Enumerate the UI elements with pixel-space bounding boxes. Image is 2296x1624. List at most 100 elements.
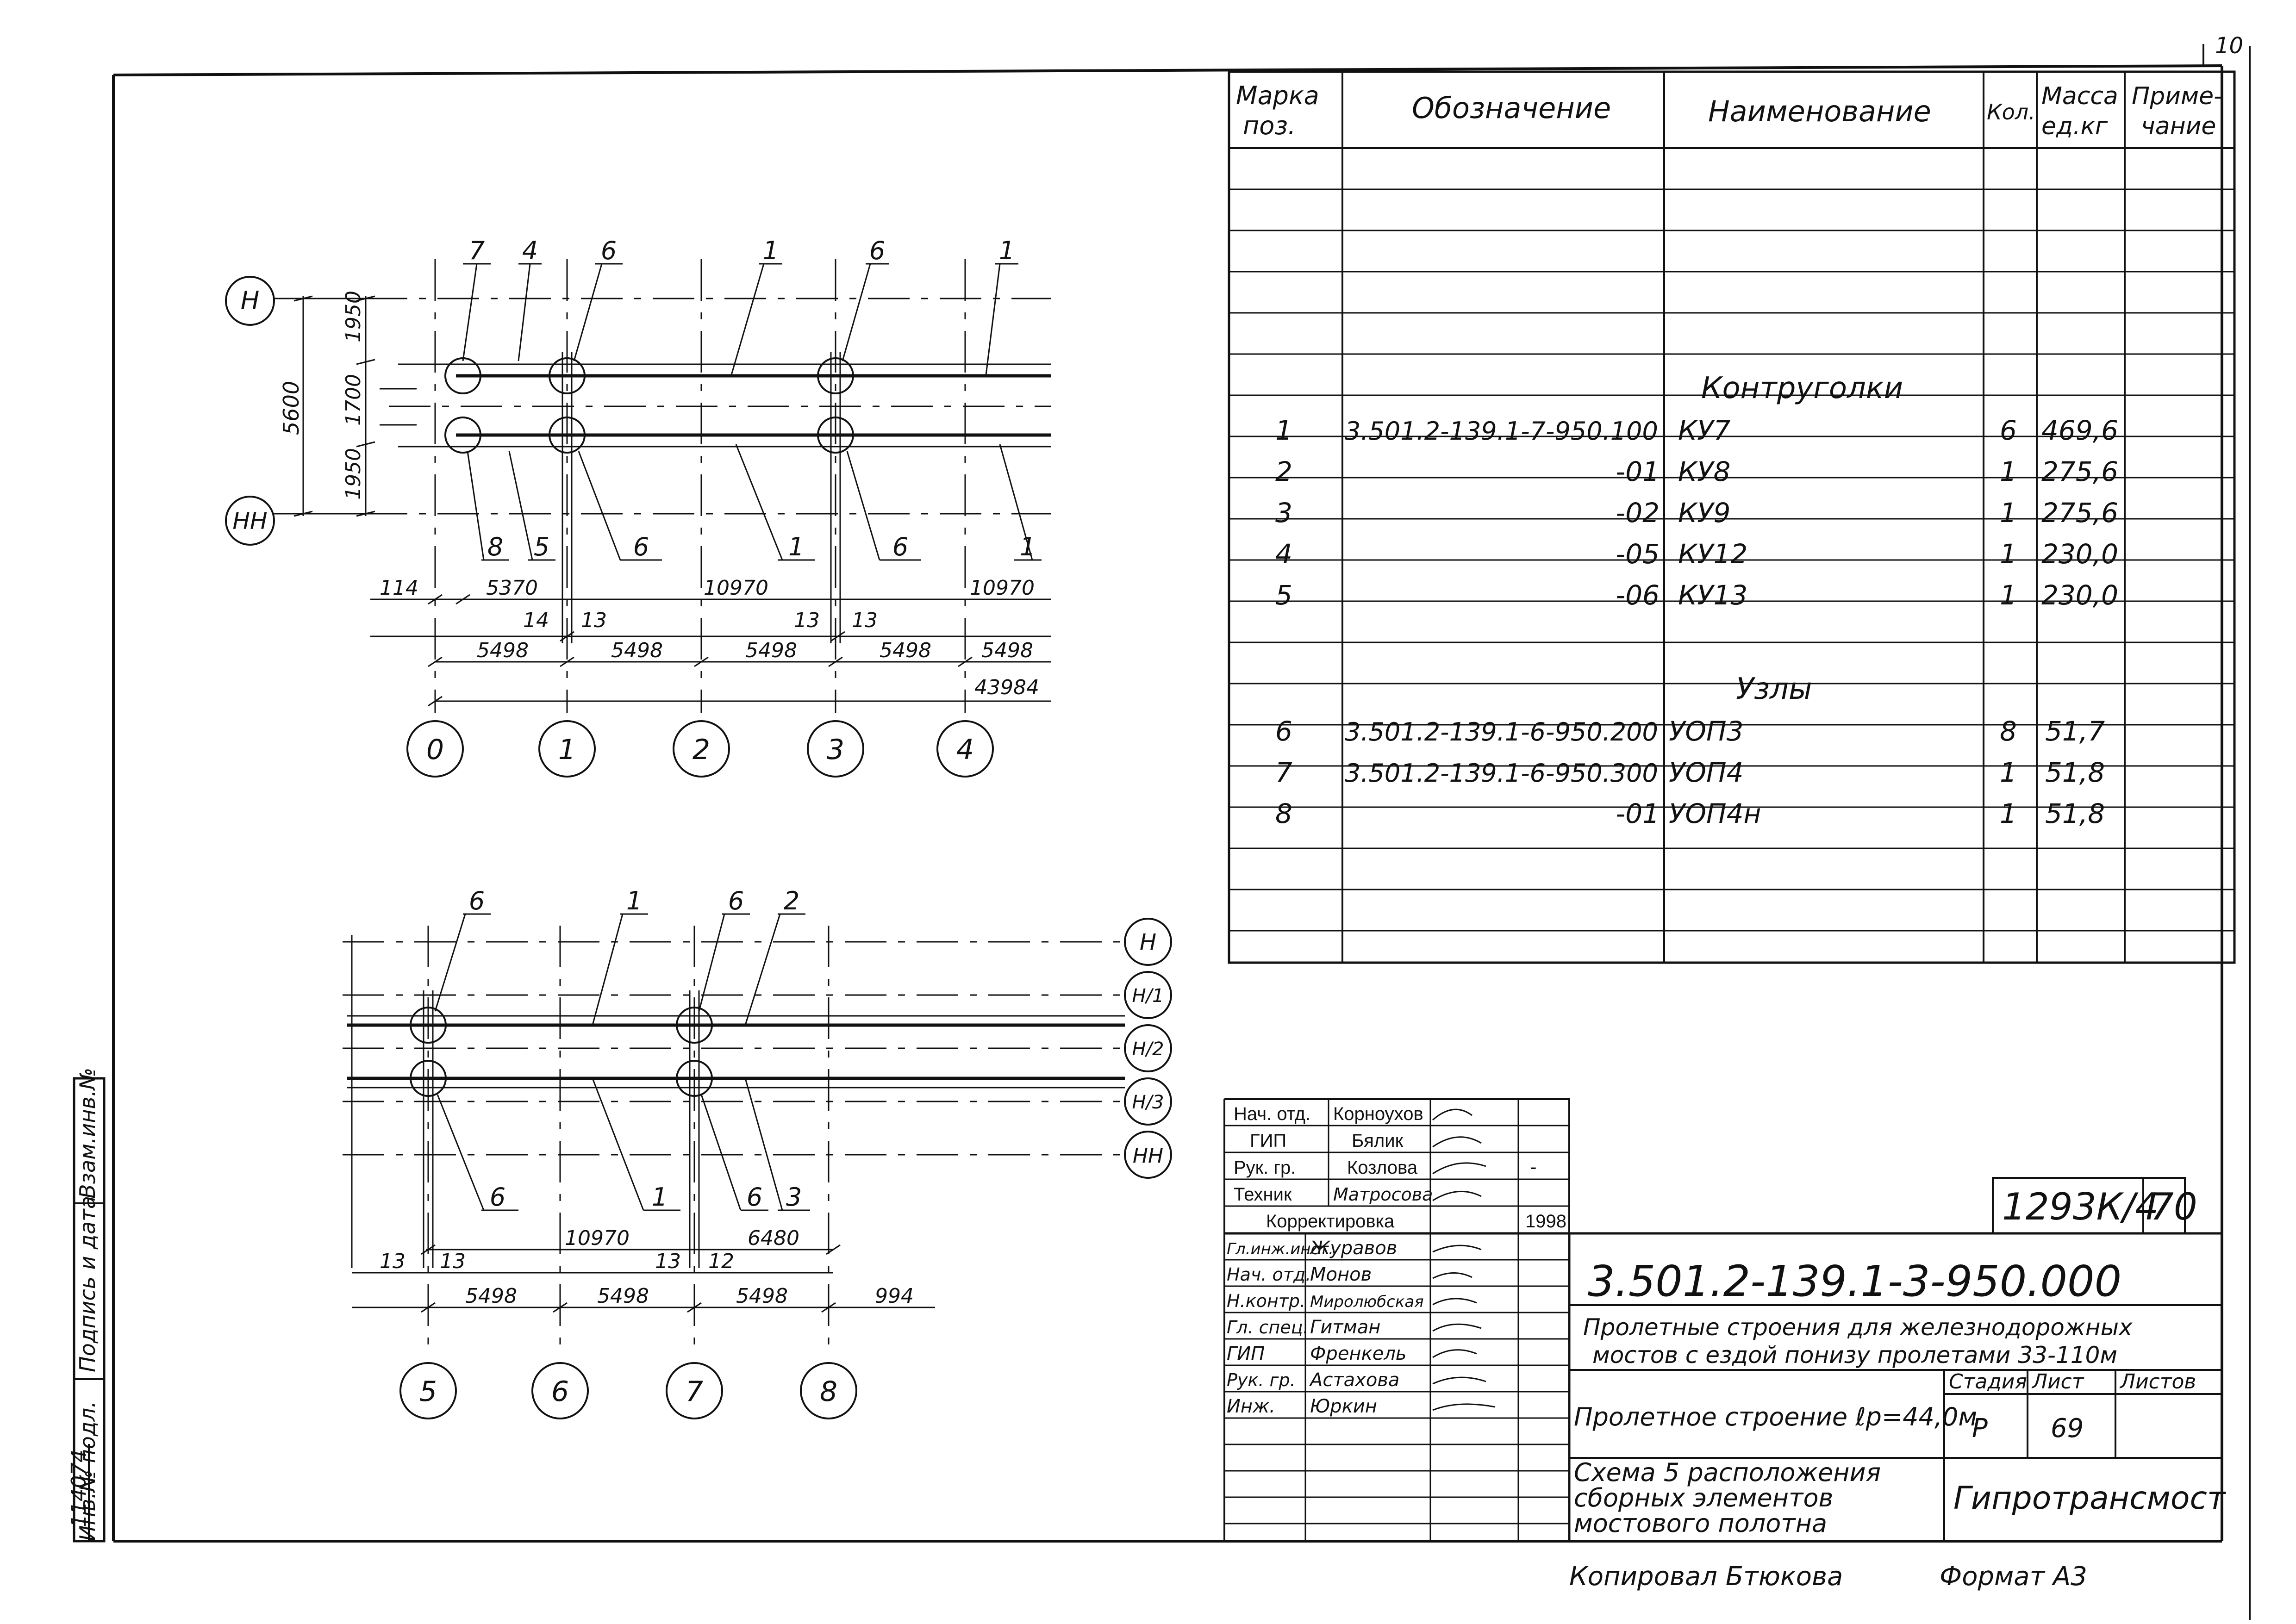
callout-top-4: 2 [784, 886, 799, 915]
callout-bottom-4: 3 [786, 1182, 802, 1212]
dim-43984: 43984 [974, 676, 1039, 699]
side-stamp-inv: Инв.№ подл. [75, 1401, 100, 1541]
axis-bubbles-vertical [399, 1362, 857, 1419]
dim-vert-part-2: 1700 [342, 374, 365, 426]
author-name: Монов [1310, 1264, 1372, 1285]
row-designation: -05 [1616, 538, 1660, 570]
dim-994: 994 [875, 1284, 914, 1308]
axis-label-h: Н [1140, 929, 1156, 955]
axis-label-h1: Н/1 [1132, 985, 1164, 1007]
row-mark: 6 [1275, 716, 1292, 747]
node-circles [444, 357, 854, 454]
row-qty: 1 [2000, 456, 2017, 487]
row-name: УОП4н [1669, 798, 1761, 829]
row-qty: 1 [2000, 538, 2017, 570]
side-stamp: Инв.№ подл. Подпись и дата Взам.инв.№ 11… [67, 1068, 106, 1543]
axis-label-1: 1 [558, 734, 576, 766]
dim-5498-4: 5498 [880, 639, 931, 662]
dim-6480: 6480 [748, 1226, 799, 1250]
author-row: Гл.инж.инст. Журавов [1227, 1238, 1397, 1259]
row-name: УОП3 [1669, 716, 1744, 747]
author-name: Гитман [1310, 1317, 1380, 1338]
dim-13-b: 13 [440, 1250, 466, 1273]
row-mass: 275,6 [2041, 456, 2118, 487]
doc-code: 1293К/4 [2002, 1185, 2159, 1228]
side-stamp-replace: Взам.инв.№ [75, 1068, 100, 1199]
callout-bottom-3: 6 [633, 532, 649, 561]
row-name: КУ13 [1678, 579, 1747, 611]
dim-10970: 10970 [565, 1226, 630, 1250]
axis-label-8: 8 [820, 1375, 837, 1408]
dim-13-b: 13 [794, 609, 820, 632]
approval-role: Нач. отд. [1234, 1104, 1310, 1124]
approval-row: Рук. гр. Козлова [1234, 1157, 1418, 1178]
row-qty: 1 [2000, 579, 2017, 611]
table-row: 3 -02 КУ9 1 275,6 [1275, 497, 2118, 529]
axis-bubble-h [225, 276, 275, 326]
callout-bottom-1: 6 [490, 1182, 505, 1212]
author-role: Н.контр. [1227, 1291, 1305, 1311]
author-row: Нач. отд. Монов [1227, 1264, 1372, 1285]
table-row: 5 -06 КУ13 1 230,0 [1275, 579, 2118, 611]
row-mark: 2 [1275, 456, 1292, 487]
approval-row: ГИП Бялик [1250, 1131, 1404, 1151]
axis-label-5: 5 [419, 1375, 437, 1408]
axis-label-4: 4 [956, 734, 974, 766]
node-circles [410, 1007, 713, 1097]
approval-name: Корноухов [1333, 1104, 1423, 1124]
approval-row: Нач. отд. Корноухов [1234, 1104, 1423, 1124]
organization: Гипротрансмост [1953, 1480, 2227, 1517]
row-name: КУ9 [1678, 497, 1730, 529]
row-qty: 1 [2000, 798, 2017, 829]
callout-bottom-2: 1 [652, 1182, 668, 1212]
dim-12: 12 [708, 1250, 734, 1273]
callout-bottom-1: 8 [487, 532, 503, 561]
table-row: 2 -01 КУ8 1 275,6 [1275, 456, 2118, 487]
signature-marks [1432, 1244, 1496, 1411]
row-designation: -06 [1616, 579, 1660, 611]
author-role: Рук. гр. [1227, 1370, 1296, 1390]
row-qty: 1 [2000, 757, 2017, 788]
approval-role: Техник [1234, 1184, 1292, 1205]
row-qty: 8 [2000, 716, 2017, 747]
dim-5498-2: 5498 [611, 639, 663, 662]
project-title-line2: мостов с ездой понизу пролетами 33-110м [1592, 1342, 2117, 1369]
axis-bubbles-vertical [406, 720, 994, 778]
stage-label: Стадия [1949, 1370, 2027, 1394]
approval-name: Матросова [1333, 1184, 1433, 1205]
dim-13-c: 13 [655, 1250, 681, 1273]
callout-top-1: 6 [469, 886, 485, 915]
axis-label-3: 3 [827, 734, 844, 766]
callout-bottom-2: 5 [534, 532, 549, 561]
header-note-line2: чание [2141, 112, 2216, 140]
row-mass: 230,0 [2041, 538, 2118, 570]
axis-label-7: 7 [686, 1375, 703, 1408]
author-name: Журавов [1309, 1238, 1397, 1259]
table-row: 6 3.501.2-139.1-6-950.200 УОП3 8 51,7 [1275, 716, 2105, 747]
author-role: Гл. спец. [1227, 1317, 1309, 1338]
header-note: Приме- [2132, 82, 2222, 110]
correction-year: 1998 [1525, 1211, 1566, 1232]
project-title-line1: Пролетные строения для железнодорожных [1583, 1314, 2133, 1341]
row-mass: 469,6 [2041, 415, 2118, 446]
callout-bottom-3: 6 [747, 1182, 762, 1212]
axis-label-hh: НН [1133, 1144, 1163, 1168]
drawing-title-line2: сборных элементов [1574, 1483, 1833, 1512]
correction-label: Корректировка [1266, 1211, 1395, 1232]
dim-13-a: 13 [581, 609, 607, 632]
title-code: 3.501.2-139.1-3-950.000 [1588, 1257, 2121, 1306]
dim-5498-3: 5498 [736, 1284, 788, 1308]
row-mark: 4 [1275, 538, 1292, 570]
table-row: 7 3.501.2-139.1-6-950.300 УОП4 1 51,8 [1275, 757, 2105, 788]
title-block: Нач. отд. Корноухов ГИП Бялик Рук. гр. К… [1223, 1098, 2227, 1541]
format-label: Формат А3 [1940, 1562, 2087, 1592]
row-mark: 7 [1275, 757, 1292, 788]
author-name: Юркин [1310, 1396, 1377, 1417]
object-title: Пролетное строение ℓp=44,0м [1574, 1402, 1977, 1431]
author-role: Инж. [1227, 1396, 1275, 1417]
drawing-title-line1: Схема 5 расположения [1574, 1458, 1881, 1487]
row-designation: -01 [1616, 798, 1660, 829]
callout-top-3: 6 [728, 886, 744, 915]
callout-top-6: 1 [999, 236, 1015, 265]
